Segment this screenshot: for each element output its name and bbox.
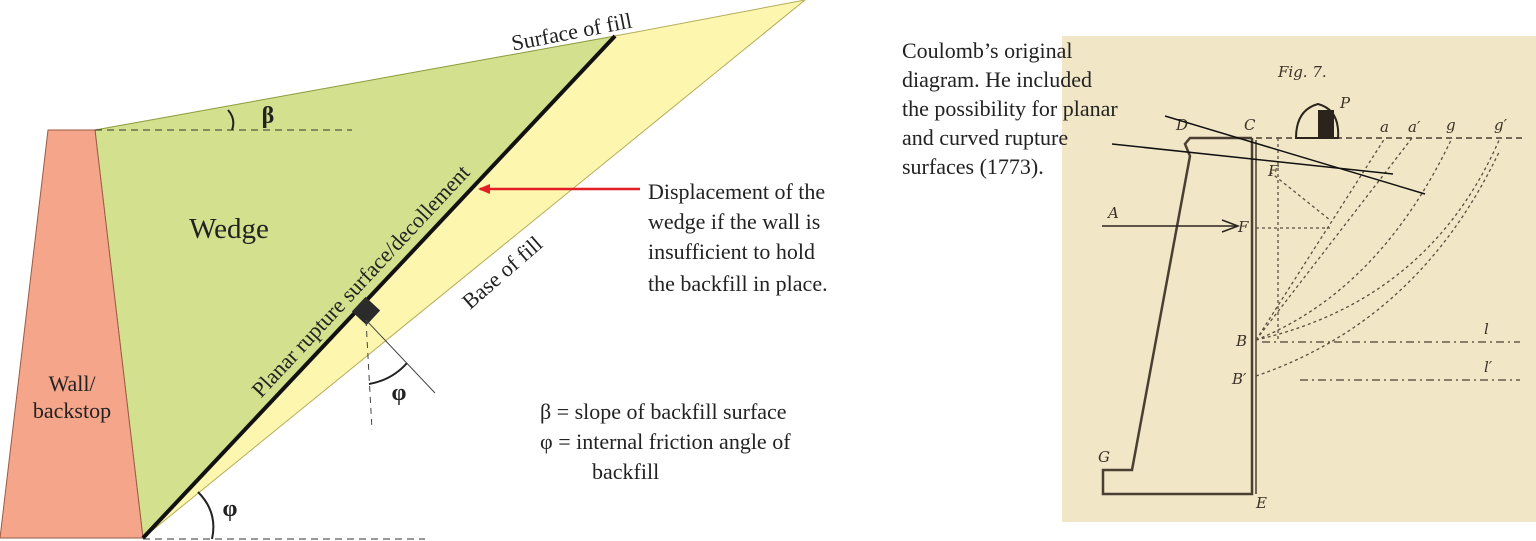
letter-a-prime: a′ — [1408, 118, 1421, 136]
displacement-note: Displacement of the wedge if the wall is… — [648, 179, 828, 296]
weight-p-icon — [1294, 102, 1340, 139]
legend-line: φ = internal friction angle of — [540, 429, 791, 454]
letter-a-left: A — [1106, 204, 1119, 222]
letter-p: P — [1339, 94, 1351, 112]
letter-g-cap: G — [1098, 448, 1110, 466]
rupture-curves — [1255, 137, 1501, 377]
caption-line: surfaces (1773). — [902, 154, 1044, 179]
weight-p-block — [1318, 110, 1334, 138]
symbol-legend: β = slope of backfill surface φ = intern… — [540, 399, 791, 484]
coulomb-caption: Coulomb’s original diagram. He included … — [902, 38, 1118, 179]
phi-top-angle-arc — [368, 362, 408, 385]
coulomb-original-diagram: Fig. 7. P D C a a′ g g′ F F A B B′ l l′ … — [902, 36, 1536, 522]
letter-g-prime: g′ — [1494, 116, 1508, 134]
letter-a: a — [1380, 118, 1389, 136]
force-arrow-a-head — [1221, 219, 1241, 233]
note-line: the backfill in place. — [648, 271, 828, 296]
beta-symbol: β — [262, 103, 275, 129]
original-wall-outline — [1101, 136, 1254, 496]
wedge-label: Wedge — [189, 213, 269, 245]
letter-b-prime: B′ — [1231, 370, 1247, 388]
caption-line: the possibility for planar — [902, 96, 1118, 121]
aged-paper-background — [1062, 36, 1536, 522]
caption-leader-planar — [1164, 115, 1426, 195]
letter-b: B — [1235, 332, 1247, 350]
wedge-diagram: Surface of fill Base of fill Planar rupt… — [0, 0, 828, 540]
caption-leader-curved — [1111, 143, 1394, 175]
letter-e: E — [1255, 494, 1267, 512]
note-line: wedge if the wall is — [648, 209, 820, 234]
beta-angle-arc — [227, 109, 235, 131]
letter-f-lower: F — [1237, 218, 1249, 236]
rupture-plane-line — [141, 34, 617, 540]
right-angle-marker — [351, 296, 381, 326]
caption-line: Coulomb’s original — [902, 38, 1073, 63]
phi-symbol-lower: φ — [223, 496, 238, 522]
note-line: Displacement of the — [648, 179, 825, 204]
letter-l: l — [1484, 320, 1489, 338]
legend-line: backfill — [592, 459, 659, 484]
wall-label-line2: backstop — [33, 398, 111, 423]
normal-line — [365, 319, 436, 394]
caption-line: diagram. He included — [902, 67, 1092, 92]
phi-symbol-upper: φ — [392, 380, 407, 406]
letter-g: g — [1446, 116, 1456, 134]
letter-d: D — [1175, 116, 1188, 134]
note-line: insufficient to hold — [648, 239, 815, 264]
legend-line: β = slope of backfill surface — [540, 399, 787, 424]
friction-line — [365, 319, 373, 431]
letter-c: C — [1244, 116, 1256, 134]
wall-label-line1: Wall/ — [48, 371, 96, 396]
letter-f-upper: F — [1267, 162, 1279, 180]
caption-line: and curved rupture — [902, 125, 1068, 150]
fig-label: Fig. 7. — [1277, 63, 1327, 81]
letter-l-prime: l′ — [1484, 358, 1493, 376]
phi-bottom-angle-arc — [197, 491, 215, 540]
